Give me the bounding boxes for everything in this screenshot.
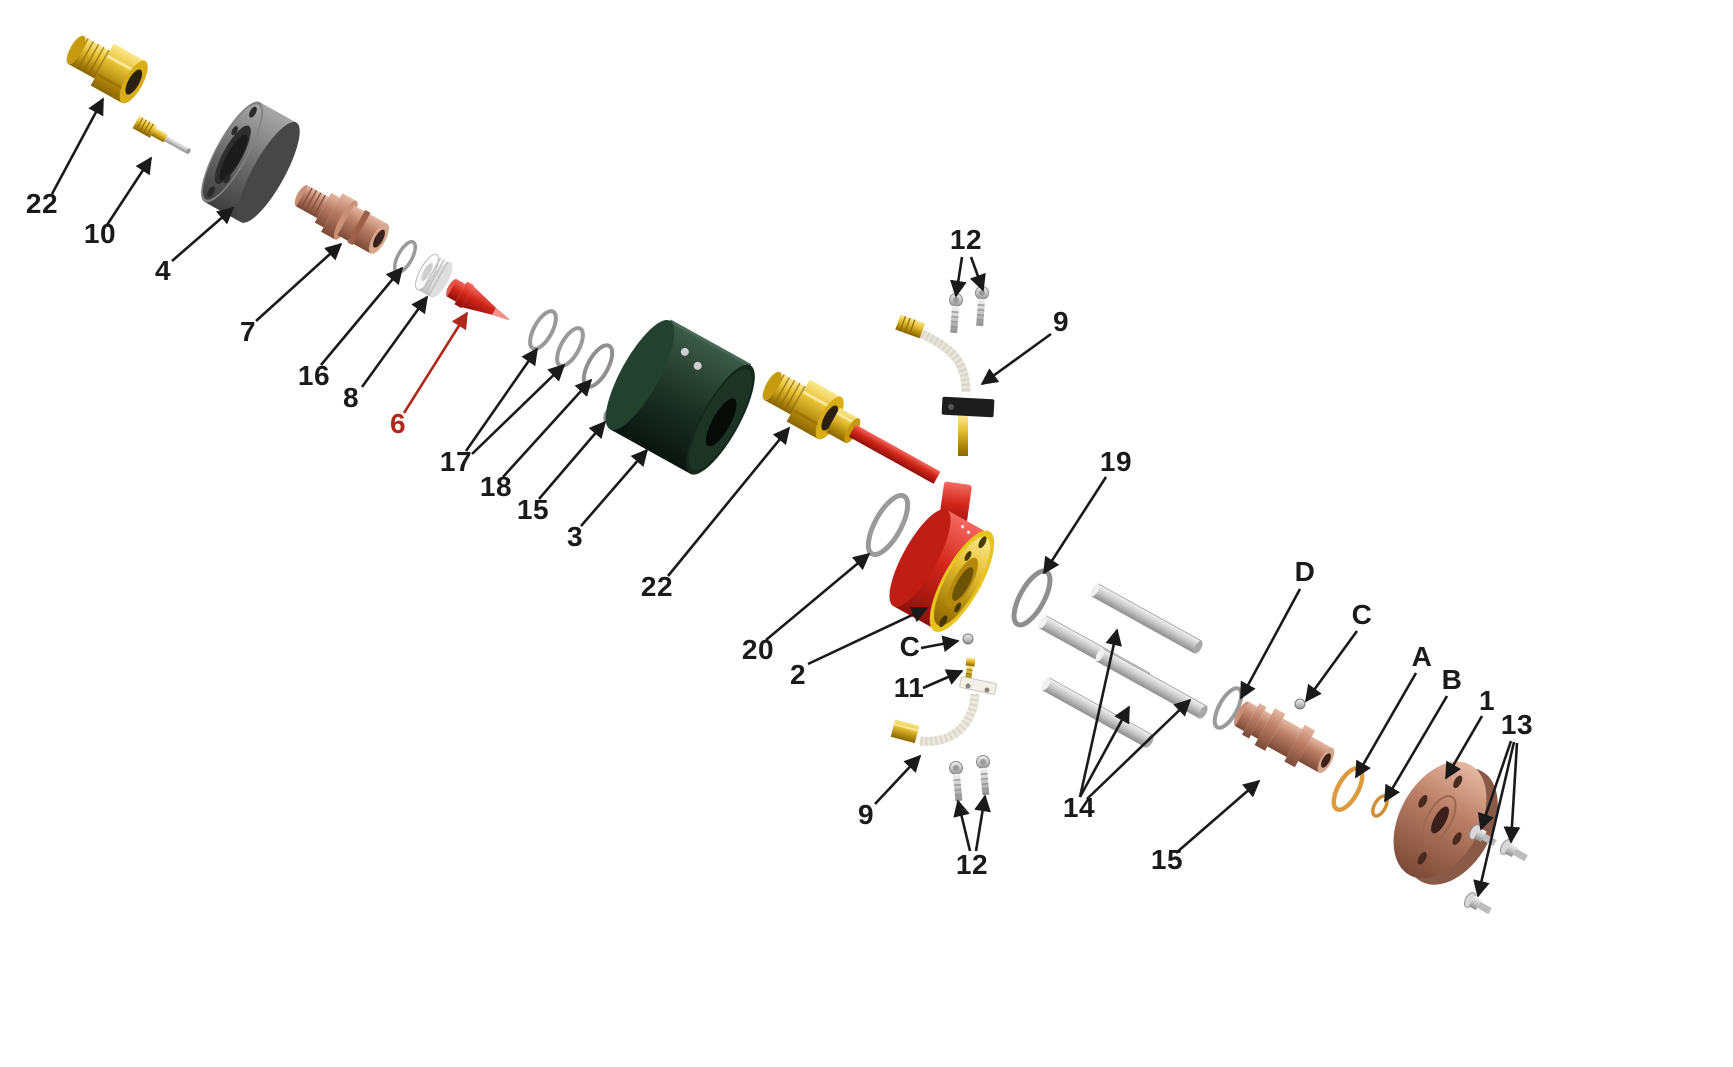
leader-15-right	[1175, 779, 1261, 854]
leader-14-b	[1078, 705, 1131, 798]
callout-18: 18	[480, 471, 512, 502]
leader-9-top	[980, 332, 1052, 386]
callout-15-right: 15	[1151, 844, 1183, 875]
callout-a: A	[1412, 641, 1433, 672]
part-nut-c-left	[962, 633, 974, 645]
callout-12-top: 12	[950, 224, 982, 255]
part-oring-18	[581, 343, 615, 389]
part-oring-d	[1212, 686, 1244, 730]
part-bolt-12-top-b	[972, 285, 990, 327]
callout-22-top: 22	[26, 188, 58, 219]
leader-c-left	[920, 635, 960, 653]
callout-8: 8	[343, 382, 359, 413]
leader-8	[360, 295, 429, 388]
leader-9-bottom	[874, 754, 922, 805]
callout-11: 11	[894, 672, 925, 703]
part-copper-coupler-15	[1233, 701, 1335, 774]
callout-d: D	[1295, 556, 1316, 587]
leader-12-bottom-a	[953, 799, 972, 852]
leader-14-a	[1078, 628, 1122, 798]
leader-2	[807, 606, 929, 666]
callout-9-bottom: 9	[858, 799, 874, 830]
callout-6-highlight: 6	[390, 408, 406, 439]
leader-1	[1444, 715, 1484, 780]
callout-17: 17	[440, 446, 472, 477]
leader-22-top	[50, 97, 105, 195]
part-bolt-12-bottom-a	[948, 760, 966, 803]
part-copper-disc-1	[1393, 761, 1498, 885]
callout-15-left: 15	[517, 494, 549, 525]
part-bolt-12-bottom-b	[975, 754, 993, 797]
part-gray-flange-4	[201, 101, 300, 223]
callout-19: 19	[1100, 446, 1132, 477]
part-bolt-12-top-a	[946, 292, 964, 334]
part-hose-9-top	[895, 314, 995, 456]
callout-9-top: 9	[1053, 306, 1069, 337]
leader-13-c	[1473, 741, 1516, 898]
leader-18	[502, 378, 593, 478]
leader-12-top-b	[969, 256, 986, 292]
part-pin-10	[132, 115, 191, 154]
callout-16: 16	[298, 360, 330, 391]
part-brass-fitting-22-mid	[762, 371, 844, 440]
leader-22-mid	[666, 426, 791, 577]
part-oring-a	[1331, 766, 1365, 812]
part-green-cylinder-3	[605, 319, 755, 475]
part-hose-9-bottom	[890, 676, 997, 746]
callout-10: 10	[84, 218, 116, 249]
callout-c-right: C	[1352, 599, 1373, 630]
leader-19	[1042, 476, 1108, 575]
part-oring-17a	[528, 309, 558, 351]
callout-labels: 22 10 4 7 16 8 6 17 18 15 3 22 20 2 C 11…	[26, 188, 1533, 880]
callout-7: 7	[240, 316, 256, 347]
leader-10	[105, 156, 153, 226]
callout-20: 20	[742, 634, 774, 665]
leader-4	[171, 206, 235, 262]
leader-15-left	[538, 420, 607, 500]
part-red-body-2	[889, 509, 995, 632]
leader-7	[255, 242, 343, 322]
leader-12-bottom-b	[974, 794, 991, 852]
callout-b: B	[1442, 664, 1463, 695]
leader-a	[1354, 672, 1418, 779]
leader-b	[1383, 695, 1449, 803]
leader-d	[1239, 588, 1302, 700]
part-ribbed-disc-8	[415, 253, 453, 298]
leader-3	[580, 448, 649, 527]
callout-c-left: C	[900, 631, 921, 662]
leader-11	[922, 669, 964, 690]
leader-17a	[464, 347, 539, 452]
part-nut-c-right	[1294, 698, 1306, 710]
part-oring-16	[392, 239, 418, 275]
leader-17b	[471, 363, 566, 455]
part-oring-20	[865, 492, 911, 558]
leader-c-right	[1304, 630, 1359, 703]
leader-14-c	[1086, 698, 1192, 800]
callout-13: 13	[1501, 709, 1533, 740]
callout-14: 14	[1063, 792, 1095, 823]
callout-2: 2	[790, 659, 806, 690]
callout-4: 4	[155, 255, 171, 286]
part-bolt-13-b	[1497, 837, 1531, 866]
part-red-nozzle-6	[446, 279, 510, 320]
leader-13-a	[1477, 740, 1513, 831]
leader-13-b	[1503, 742, 1521, 844]
leader-6	[402, 311, 469, 414]
leader-20	[765, 552, 871, 641]
callout-22-mid: 22	[641, 571, 673, 602]
part-brass-fitting-22-top	[66, 35, 148, 104]
callout-1: 1	[1479, 685, 1495, 716]
leader-lines	[50, 97, 1521, 898]
part-copper-coupler-7	[294, 185, 389, 254]
leader-16	[320, 266, 404, 366]
callout-3: 3	[567, 521, 583, 552]
part-oring-17b	[555, 326, 585, 368]
callout-12-bottom: 12	[956, 849, 988, 880]
leader-12-top-a	[949, 256, 967, 298]
part-rod-14-a	[1088, 581, 1205, 656]
